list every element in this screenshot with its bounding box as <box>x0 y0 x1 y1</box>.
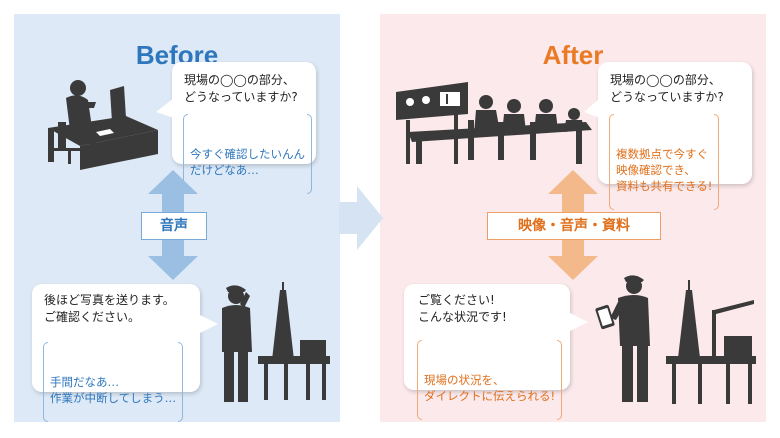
before-bottom-message: 後ほど写真を送ります。 ご確認ください。 <box>44 293 175 324</box>
after-bottom-message: ご覧ください! こんな状況です! <box>418 293 507 324</box>
video-conference-room-illustration <box>396 82 592 164</box>
bubble-tail-icon <box>156 98 174 118</box>
after-video-audio-docs-label: 映像・音声・資料 <box>487 212 661 240</box>
transition-arrow-icon <box>339 186 383 250</box>
after-bottom-benefit: 現場の状況を、 ダイレクトに伝えられる! <box>417 340 563 420</box>
before-top-thought: 今すぐ確認したいんん だけどなあ… <box>183 114 312 194</box>
before-top-question: 現場の◯◯の部分、 どうなっていますか? <box>184 73 298 104</box>
after-title: After <box>542 40 604 70</box>
after-top-question: 現場の◯◯の部分、 どうなっていますか? <box>610 73 724 104</box>
after-top-benefit-text: 複数拠点で今すぐ 映像確認でき、 資料も共有できる! <box>616 147 713 193</box>
before-audio-label: 音声 <box>141 212 207 240</box>
after-bottom-benefit-text: 現場の状況を、 ダイレクトに伝えられる! <box>424 373 556 403</box>
after-bottom-speech-bubble: ご覧ください! こんな状況です! 現場の状況を、 ダイレクトに伝えられる! <box>404 284 588 420</box>
after-top-speech-bubble: 現場の◯◯の部分、 どうなっていますか? 複数拠点で今すぐ 映像確認でき、 資料… <box>584 62 752 210</box>
bubble-tail-icon <box>198 314 218 334</box>
before-bottom-thought: 手間だなあ… 作業が中断してしまう… <box>43 342 184 422</box>
before-top-speech-bubble: 現場の◯◯の部分、 どうなっていますか? 今すぐ確認したいんん だけどなあ… <box>156 62 316 194</box>
before-top-thought-text: 今すぐ確認したいんん だけどなあ… <box>190 147 305 177</box>
field-worker-phone-illustration <box>222 282 330 402</box>
bubble-tail-icon <box>584 98 600 118</box>
bubble-tail-icon <box>568 312 588 332</box>
after-top-benefit: 複数拠点で今すぐ 映像確認でき、 資料も共有できる! <box>609 114 720 210</box>
before-bottom-speech-bubble: 後ほど写真を送ります。 ご確認ください。 手間だなあ… 作業が中断してしまう… <box>32 284 218 422</box>
field-worker-tablet-illustration <box>595 275 756 404</box>
before-bottom-thought-text: 手間だなあ… 作業が中断してしまう… <box>50 375 177 405</box>
office-worker-phone-illustration <box>48 80 158 170</box>
